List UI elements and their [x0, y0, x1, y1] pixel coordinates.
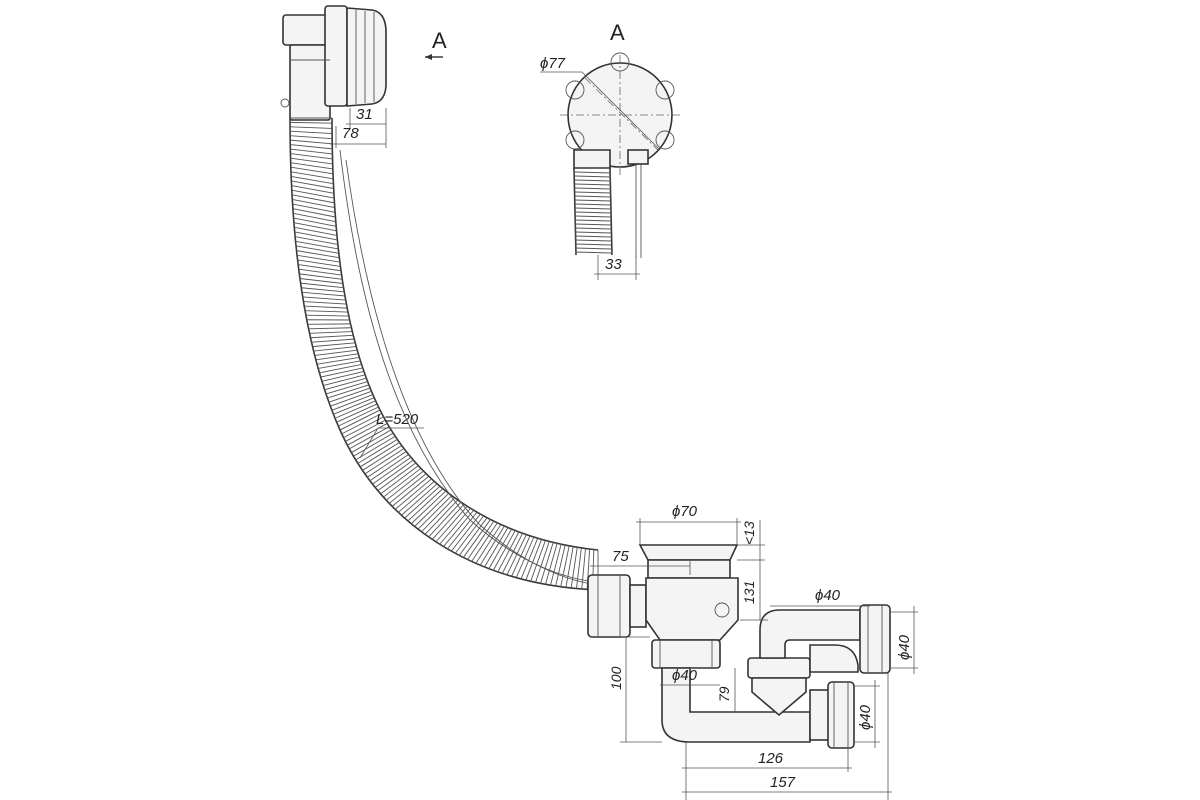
detail-view-title: A [610, 20, 625, 45]
dimension-phi70-label: ϕ70 [672, 503, 698, 520]
dimension-33-label: 33 [605, 256, 622, 273]
dimension-phi70: ϕ70 [636, 503, 741, 545]
dimension-100-label: 100 [608, 666, 624, 690]
overflow-head-side-view [280, 5, 387, 121]
dimension-126: 126 [682, 742, 852, 800]
dimension-131: 131 [740, 581, 768, 621]
dimension-trap-phi40: ϕ40 [660, 667, 720, 686]
dimension-78: 78 [330, 125, 386, 148]
dimension-126-label: 126 [758, 750, 784, 767]
dimension-75-label: 75 [612, 548, 629, 565]
dimension-trap-phi40-label: ϕ40 [672, 667, 698, 684]
dimension-79-label: 79 [716, 686, 732, 702]
dimension-outlet-phi40-label: ϕ40 [815, 587, 841, 604]
dimension-outlet-phi40: ϕ40 [770, 587, 870, 607]
dimension-hose-length: L=520 [359, 411, 424, 459]
dimension-131-label: 131 [741, 581, 757, 604]
dimension-13-label: <13 [741, 521, 757, 545]
dimension-31: 31 [346, 106, 387, 148]
dimension-phi77: ϕ77 [540, 55, 661, 151]
dimension-75: 75 [590, 548, 691, 575]
hose-ridges [289, 117, 599, 590]
dimension-79: 79 [716, 668, 736, 712]
detail-hose-stub [573, 167, 613, 256]
dimension-hose-length-label: L=520 [376, 411, 419, 428]
siphon-assembly [587, 544, 891, 749]
dimension-100: 100 [608, 636, 662, 743]
dimension-31-label: 31 [356, 106, 373, 123]
detail-view-a: A [560, 20, 680, 258]
dimension-157: 157 [682, 673, 892, 800]
dimension-side-phi40: ϕ40 [890, 606, 918, 674]
dimension-phi77-label: ϕ77 [540, 55, 566, 72]
dimension-13: <13 [737, 520, 765, 582]
dimension-lower-phi40-label: ϕ40 [857, 704, 874, 730]
dimension-side-phi40-label: ϕ40 [896, 634, 913, 660]
dimension-157-label: 157 [770, 774, 796, 791]
dimension-78-label: 78 [342, 125, 359, 142]
dimension-33: 33 [594, 255, 640, 280]
corrugated-hose [289, 117, 599, 591]
dimension-lower-phi40: ϕ40 [854, 680, 880, 748]
section-marker-a: A [425, 28, 447, 60]
section-marker-label: A [432, 28, 447, 53]
